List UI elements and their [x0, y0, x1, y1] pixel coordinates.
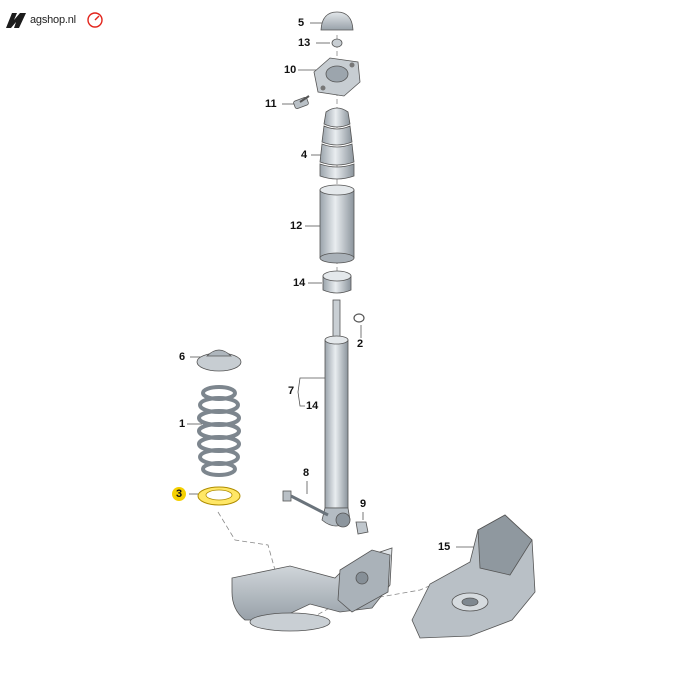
part-label-10[interactable]: 10: [284, 64, 297, 76]
part-label-1[interactable]: 1: [179, 418, 186, 430]
leader-lines: [187, 22, 478, 548]
retaining-ring: [353, 313, 365, 323]
part-label-15[interactable]: 15: [438, 541, 451, 553]
logo-mark-icon: [6, 13, 26, 28]
upper-spring-seat: [196, 349, 242, 372]
part-label-14-shock[interactable]: 14: [306, 400, 319, 412]
coil-spring: [197, 385, 241, 477]
bump-stop-bellows: [319, 107, 355, 180]
part-label-3[interactable]: 3: [176, 488, 183, 500]
highlight-marker: [172, 487, 186, 501]
part-label-4[interactable]: 4: [301, 149, 308, 161]
part-label-13[interactable]: 13: [298, 37, 311, 49]
part-label-12[interactable]: 12: [290, 220, 303, 232]
axle-beam: [231, 547, 393, 632]
protective-cap: [320, 11, 354, 31]
top-mount: [313, 57, 361, 97]
protective-sleeve: [319, 184, 355, 264]
bolt-8: [282, 490, 329, 517]
part-label-2[interactable]: 2: [357, 338, 364, 350]
part-label-8[interactable]: 8: [303, 467, 310, 479]
brand-logo-text: agshop.nl: [30, 14, 76, 26]
part-label-14-top[interactable]: 14: [293, 277, 306, 289]
buffer-14: [322, 270, 352, 294]
part-label-5[interactable]: 5: [298, 17, 305, 29]
logo-gauge-icon: [87, 12, 103, 28]
part-label-7[interactable]: 7: [288, 385, 295, 397]
lower-spring-seat: [197, 486, 241, 506]
heat-shield: [411, 514, 536, 639]
nut-13: [331, 38, 343, 48]
brand-logo[interactable]: [6, 10, 106, 32]
nut-9: [355, 521, 369, 535]
part-label-11[interactable]: 11: [265, 98, 277, 110]
shock-absorber: [321, 299, 351, 528]
bolt-11: [293, 95, 310, 109]
part-label-6[interactable]: 6: [179, 351, 186, 363]
part-label-9[interactable]: 9: [360, 498, 367, 510]
